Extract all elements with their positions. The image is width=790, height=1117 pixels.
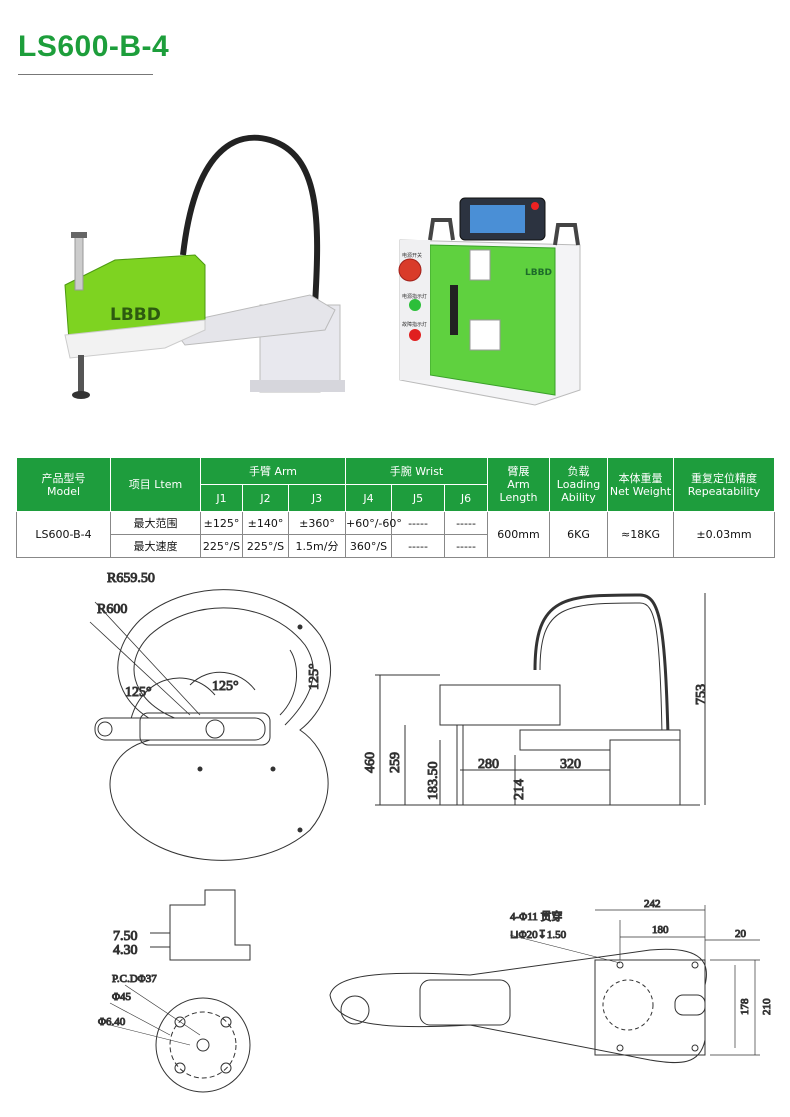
label-210: 210 — [761, 998, 773, 1015]
cell-value: ----- — [444, 534, 488, 558]
label-214: 214 — [512, 779, 527, 800]
cell-row-label: 最大速度 — [110, 534, 201, 558]
cell-value: +60°/-60° — [345, 511, 402, 535]
cell-value: 360°/S — [345, 534, 392, 558]
table-row: 最大速度 225°/S 225°/S 1.5m/分 360°/S ----- -… — [17, 534, 775, 558]
label-753: 753 — [694, 684, 709, 705]
flange-detail — [109, 889, 251, 1093]
label-178: 178 — [739, 998, 751, 1015]
cell-value: 1.5m/分 — [288, 534, 346, 558]
cell-value: ----- — [444, 511, 488, 535]
cell-repeatability: ±0.03mm — [673, 511, 775, 558]
label-r-outer: R659.50 — [107, 571, 155, 586]
cell-value: 225°/S — [242, 534, 289, 558]
cabinet-logo: LBBD — [525, 268, 552, 278]
robot-logo: LBBD — [110, 305, 161, 325]
table-row: LS600-B-4 最大范围 ±125° ±140° ±360° +60°/-6… — [16, 511, 775, 558]
label-242: 242 — [644, 898, 661, 910]
label-280: 280 — [478, 757, 499, 772]
label-angle-3: 125° — [307, 663, 322, 690]
label-angle-1: 125° — [125, 685, 152, 700]
product-photo: LBBD LBBD 电源开关 电源指示灯 故障指示灯 — [64, 134, 581, 406]
label-460: 460 — [363, 752, 378, 773]
label-4-30: 4.30 — [113, 943, 138, 958]
label-7-50: 7.50 — [113, 929, 138, 944]
label-r-inner: R600 — [97, 602, 127, 617]
page-title: LS600-B-4 — [18, 30, 170, 63]
workspace-top-view — [89, 589, 331, 861]
label-pcd: P.C.DΦ37 — [112, 973, 157, 985]
cell-arm-length: 600mm — [487, 511, 550, 558]
bottom-view — [329, 905, 760, 1064]
header-j2: J2 — [242, 484, 289, 512]
label-phi45: Φ45 — [112, 991, 132, 1003]
label-20: 20 — [735, 928, 747, 940]
label-hole-depth: ⊔Φ20↧1.50 — [510, 929, 567, 941]
header-j4: J4 — [345, 484, 392, 512]
cell-value: ±125° — [200, 511, 243, 535]
header-j5: J5 — [391, 484, 445, 512]
cabinet-label-power-light: 电源指示灯 — [402, 293, 427, 300]
label-180: 180 — [652, 924, 669, 936]
label-320: 320 — [560, 757, 581, 772]
cell-value: ----- — [391, 511, 445, 535]
header-item: 项目 Ltem — [110, 457, 201, 512]
cell-row-label: 最大范围 — [110, 511, 201, 535]
cell-value: ±360° — [288, 511, 346, 535]
cell-load: 6KG — [549, 511, 608, 558]
label-phi6-40: Φ6.40 — [98, 1016, 126, 1028]
header-j6: J6 — [444, 484, 488, 512]
cell-value: 225°/S — [200, 534, 243, 558]
header-wrist: 手腕 Wrist — [345, 457, 488, 485]
label-angle-2: 125° — [212, 679, 239, 694]
header-arm: 手臂 Arm — [200, 457, 346, 485]
cabinet-label-fault-light: 故障指示灯 — [402, 321, 427, 328]
cell-value: ----- — [391, 534, 445, 558]
label-183-50: 183.50 — [426, 762, 441, 801]
header-j1: J1 — [200, 484, 243, 512]
cell-weight: ≈18KG — [607, 511, 674, 558]
label-259: 259 — [388, 752, 403, 773]
cell-value: ±140° — [242, 511, 289, 535]
header-j3: J3 — [288, 484, 346, 512]
title-divider — [18, 74, 153, 75]
label-hole-note: 4-Φ11 贯穿 — [510, 909, 563, 923]
cabinet-label-power: 电源开关 — [402, 252, 422, 259]
side-view — [375, 593, 706, 806]
technical-drawing: R659.50 R600 125° 125° 125° 753 460 259 … — [89, 571, 774, 1093]
cell-model: LS600-B-4 — [16, 511, 111, 558]
